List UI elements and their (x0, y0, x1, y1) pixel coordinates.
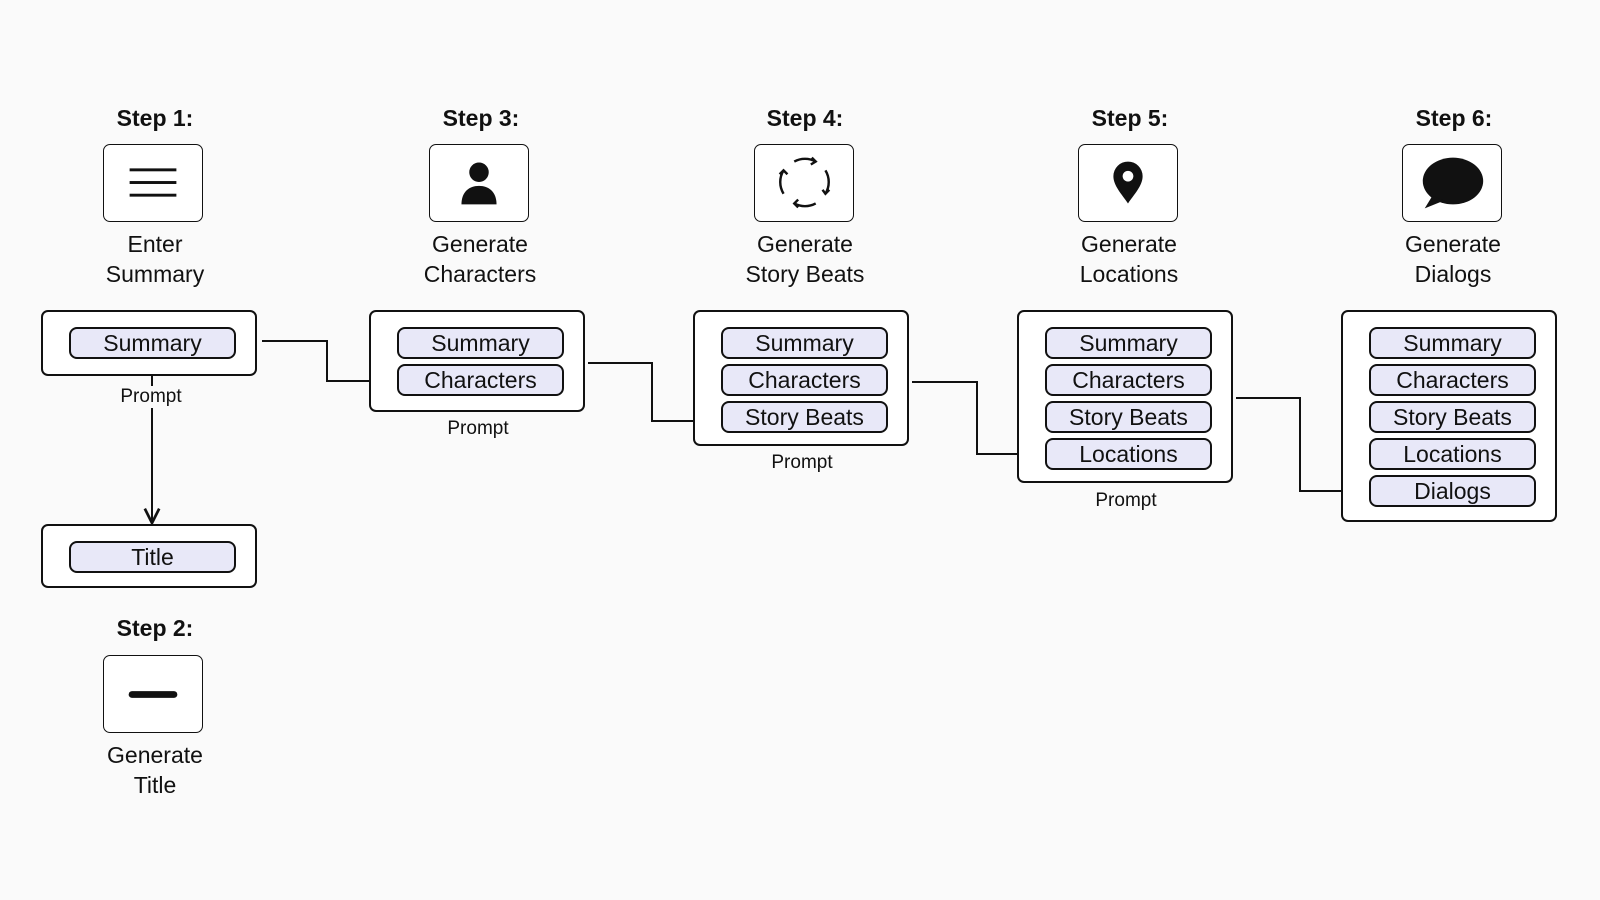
step5-description: Generate Locations (1009, 229, 1249, 289)
step4-description: Generate Story Beats (685, 229, 925, 289)
step1-prompt-label: Prompt (91, 386, 211, 408)
field-pill: Summary (397, 327, 564, 359)
map-pin-icon (1113, 161, 1143, 204)
field-pill: Characters (1369, 364, 1536, 396)
step6-icon-box (1402, 144, 1502, 222)
step1-prompt-box: Summary (41, 310, 257, 376)
step1-desc-line1: Enter (127, 231, 183, 257)
menu-lines-icon (129, 168, 177, 197)
step2-desc-line2: Title (133, 772, 177, 798)
field-pill: Locations (1045, 438, 1212, 470)
step1-icon-box (103, 144, 203, 222)
step6-desc-line1: Generate (1405, 231, 1501, 257)
step3-prompt-label: Prompt (447, 418, 509, 439)
field-pill: Characters (1045, 364, 1212, 396)
field-pill: Story Beats (1045, 401, 1212, 433)
step2-icon-box (103, 655, 203, 733)
step1-desc-line2: Summary (105, 261, 205, 287)
field-pill: Story Beats (721, 401, 888, 433)
field-pill: Summary (69, 327, 236, 359)
field-pill: Locations (1369, 438, 1536, 470)
step3-desc-line2: Characters (423, 261, 537, 287)
step3-icon-box (429, 144, 529, 222)
step5-desc-line2: Locations (1079, 261, 1179, 287)
refresh-cycle-icon (778, 156, 831, 209)
step2-title: Step 2: (116, 615, 194, 641)
person-icon (461, 162, 497, 205)
field-pill: Dialogs (1369, 475, 1536, 507)
step4-prompt-box: Summary Characters Story Beats (693, 310, 909, 446)
field-pill: Characters (721, 364, 888, 396)
step6-description: Generate Dialogs (1333, 229, 1573, 289)
step6-prompt-box: Summary Characters Story Beats Locations… (1341, 310, 1557, 522)
step3-prompt-box: Summary Characters (369, 310, 585, 412)
dash-icon (128, 691, 178, 698)
step1-description: Enter Summary (35, 229, 275, 289)
step5-prompt-box: Summary Characters Story Beats Locations (1017, 310, 1233, 483)
step5-title: Step 5: (1091, 105, 1169, 131)
field-pill: Title (69, 541, 236, 573)
step2-description: Generate Title (35, 740, 275, 800)
step5-prompt-label: Prompt (1095, 490, 1157, 511)
field-pill: Summary (1369, 327, 1536, 359)
field-pill: Characters (397, 364, 564, 396)
step4-desc-line2: Story Beats (745, 261, 865, 287)
step1-title: Step 1: (116, 105, 194, 131)
step5-desc-line1: Generate (1081, 231, 1177, 257)
field-pill: Summary (721, 327, 888, 359)
field-pill: Story Beats (1369, 401, 1536, 433)
step4-title: Step 4: (766, 105, 844, 131)
step5-icon-box (1078, 144, 1178, 222)
speech-bubble-icon (1422, 157, 1484, 209)
step4-icon-box (754, 144, 854, 222)
step4-prompt-label: Prompt (771, 452, 833, 473)
step3-desc-line1: Generate (432, 231, 528, 257)
step3-description: Generate Characters (360, 229, 600, 289)
step3-title: Step 3: (442, 105, 520, 131)
step2-title-box: Title (41, 524, 257, 588)
step4-desc-line1: Generate (757, 231, 853, 257)
step6-desc-line2: Dialogs (1414, 261, 1492, 287)
field-pill: Summary (1045, 327, 1212, 359)
step2-desc-line1: Generate (107, 742, 203, 768)
step6-title: Step 6: (1415, 105, 1493, 131)
